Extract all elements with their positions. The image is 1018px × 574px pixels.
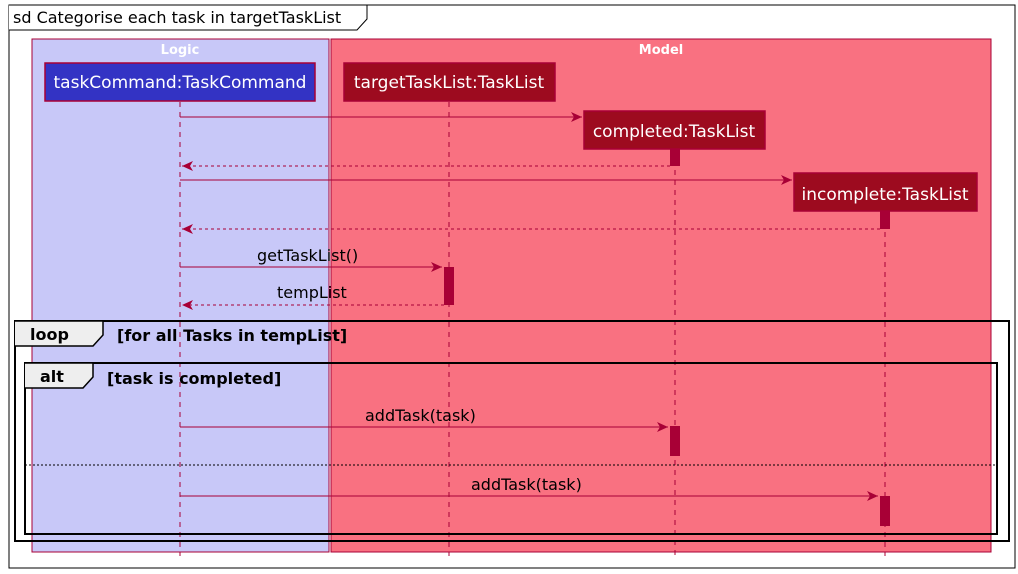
message-add-task-completed-label: addTask(task) — [365, 406, 476, 425]
loop-guard: [for all Tasks in tempList] — [117, 326, 347, 345]
participant-task-command-label: taskCommand:TaskCommand — [54, 73, 307, 93]
alt-guard: [task is completed] — [107, 369, 281, 388]
frame-title: sd Categorise each task in targetTaskLis… — [13, 8, 341, 27]
activation-completed-add — [670, 426, 680, 456]
message-get-task-list-label: getTaskList() — [257, 246, 358, 265]
participant-incomplete-label: incomplete:TaskList — [801, 185, 968, 205]
activation-completed-create — [670, 149, 680, 166]
alt-fragment-tab — [25, 362, 94, 389]
loop-keyword: loop — [30, 325, 69, 344]
message-add-task-incomplete-label: addTask(task) — [471, 475, 582, 494]
logic-box-label: Logic — [161, 43, 200, 58]
alt-keyword: alt — [40, 367, 64, 386]
participant-task-command — [44, 62, 316, 102]
participant-completed-label: completed:TaskList — [593, 122, 756, 142]
loop-fragment-tab — [15, 320, 104, 347]
return-temp-list-label: tempList — [277, 283, 347, 302]
alt-fragment — [24, 362, 998, 535]
activation-incomplete-create — [880, 211, 890, 229]
model-box-label: Model — [639, 43, 683, 58]
diagram-frame — [8, 4, 1016, 569]
frame-title-tab — [9, 4, 368, 31]
activation-incomplete-add — [880, 496, 890, 526]
loop-fragment — [14, 320, 1010, 542]
participant-target-task-list-label: targetTaskList:TaskList — [354, 73, 545, 93]
activation-target-task-list — [444, 267, 454, 305]
participant-target-task-list — [343, 62, 556, 102]
